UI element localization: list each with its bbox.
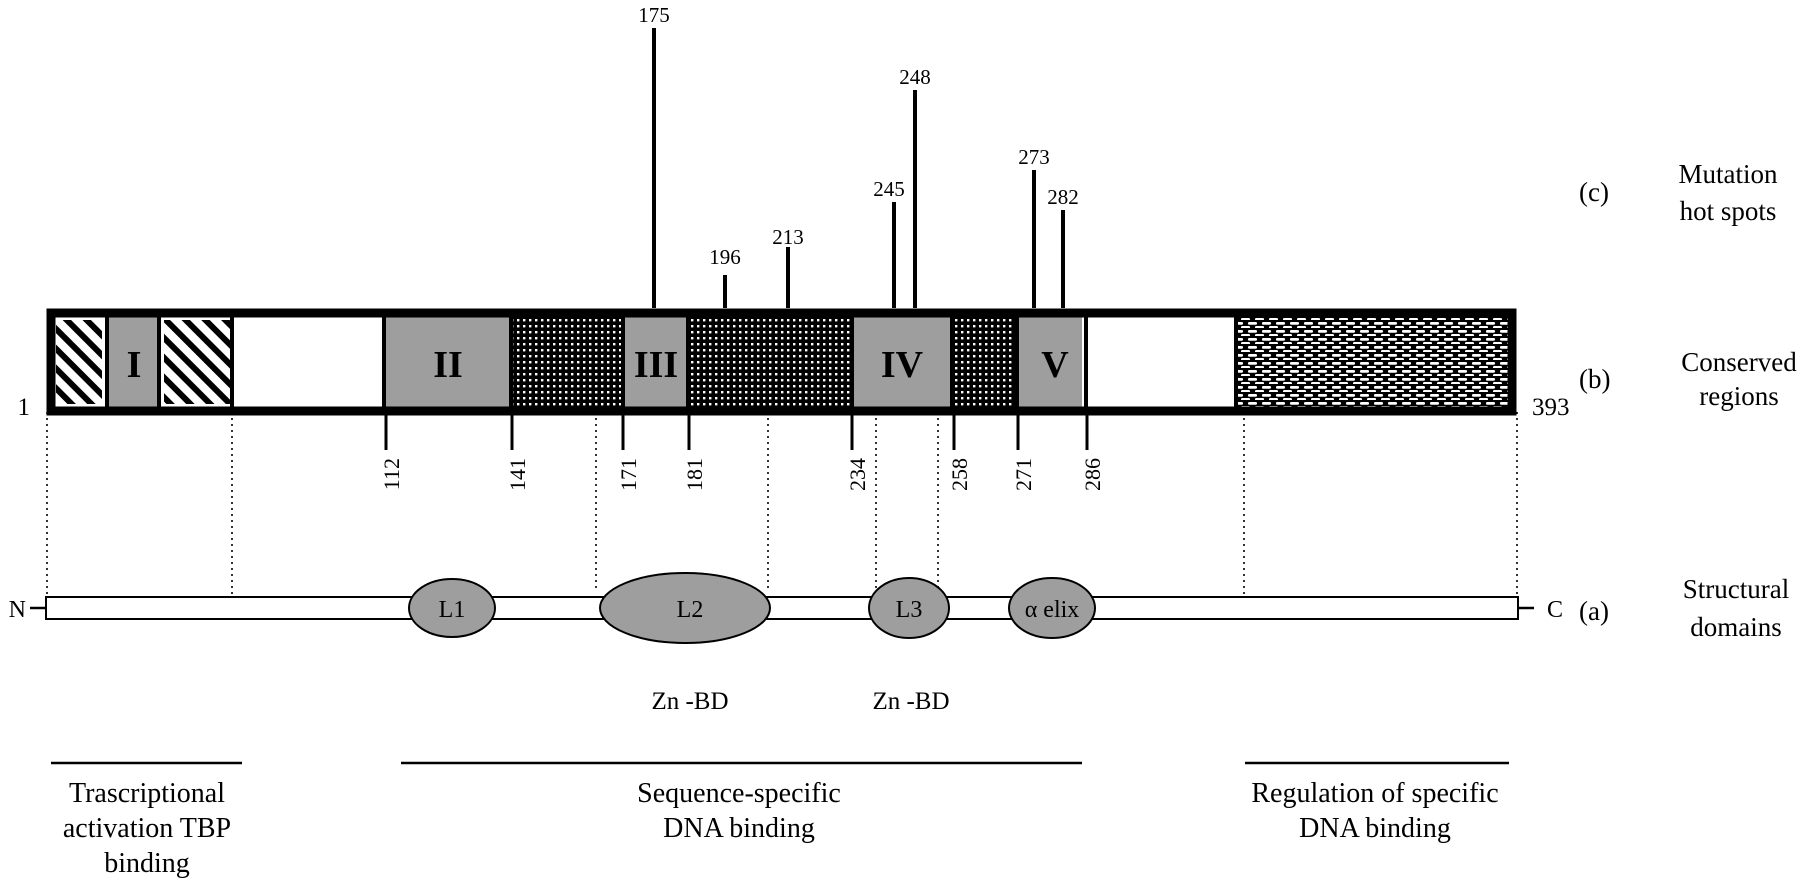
- position-label: 234: [845, 458, 870, 491]
- hotspot-213: 213: [772, 225, 804, 308]
- hotspot-label: 245: [873, 177, 905, 201]
- function-transactivation-line3: binding: [104, 848, 190, 879]
- position-label: 112: [379, 458, 404, 490]
- domain-L2: [599, 572, 771, 644]
- dotted-segment: [952, 313, 1017, 411]
- track-c-letter: (c): [1579, 177, 1609, 207]
- function-dna-binding-line2: DNA binding: [663, 813, 815, 844]
- region-II: [386, 313, 511, 411]
- track-a-line2: domains: [1690, 612, 1782, 642]
- mutation-hotspots: 175 196 213 245 248 273 282: [638, 3, 1079, 308]
- c-terminus-label: C: [1547, 597, 1563, 623]
- hotspot-245: 245: [873, 177, 905, 308]
- hotspot-label: 273: [1018, 145, 1050, 169]
- position-label: 258: [947, 458, 972, 491]
- zn-bd-label: Zn -BD: [651, 688, 728, 715]
- hotspot-label: 282: [1047, 185, 1079, 209]
- position-label: 141: [505, 458, 530, 491]
- track-c-line2: hot spots: [1680, 196, 1777, 226]
- region-V: [1017, 313, 1082, 411]
- position-ticks: 112 141 171 181 234 258 271 286: [379, 411, 1105, 491]
- functional-annotations: Trascriptional activation TBP binding Se…: [51, 761, 1509, 879]
- dotted-connectors: [46, 412, 1518, 598]
- bar-outline: [46, 308, 1517, 416]
- domain-L1-label: L1: [439, 597, 466, 623]
- region-IV-label: IV: [881, 344, 924, 386]
- function-dna-binding-line1: Sequence-specific: [637, 778, 841, 809]
- domain-alpha-helix-label: α elix: [1025, 597, 1080, 623]
- function-regulation-line1: Regulation of specific: [1251, 778, 1498, 809]
- position-label: 286: [1080, 458, 1105, 491]
- position-label: 271: [1011, 458, 1036, 491]
- hotspot-label: 248: [899, 65, 931, 89]
- region-II-label: II: [433, 344, 463, 386]
- hatched-segment: [56, 320, 102, 404]
- conserved-regions-bar: I II III IV V 1 393: [18, 308, 1570, 421]
- hotspot-248: 248: [899, 65, 931, 308]
- track-a-letter: (a): [1579, 596, 1609, 626]
- hotspot-282: 282: [1047, 185, 1079, 308]
- track-a-line1: Structural: [1683, 574, 1789, 604]
- region-IV: [852, 313, 952, 411]
- dotted-segment: [688, 313, 852, 411]
- region-I-label: I: [127, 344, 142, 386]
- region-V-label: V: [1041, 344, 1069, 386]
- protein-start: 1: [18, 394, 31, 421]
- domain-L1: [408, 578, 496, 638]
- hotspot-273: 273: [1018, 145, 1050, 308]
- hatched-segment: [164, 320, 232, 404]
- hotspot-175: 175: [638, 3, 670, 308]
- hotspot-label: 213: [772, 225, 804, 249]
- domain-L2-label: L2: [677, 597, 704, 623]
- domain-L3-label: L3: [896, 597, 923, 623]
- hotspot-label: 175: [638, 3, 670, 27]
- domain-L3: [868, 577, 950, 639]
- function-regulation-line2: DNA binding: [1299, 813, 1451, 844]
- track-b-line1: Conserved: [1681, 347, 1797, 377]
- structural-domains: N C L1 L2 L3 α elix Zn -BD Zn -BD: [9, 572, 1563, 715]
- function-transactivation-line1: Trascriptional: [69, 778, 225, 809]
- backbone: [45, 596, 1519, 620]
- region-III-label: III: [634, 344, 678, 386]
- position-label: 171: [616, 458, 641, 491]
- zn-bd-label: Zn -BD: [872, 688, 949, 715]
- dashed-segment: [1236, 313, 1512, 411]
- region-III: [623, 313, 688, 411]
- hotspot-label: 196: [709, 245, 741, 269]
- function-transactivation-line2: activation TBP: [63, 813, 231, 844]
- protein-end: 393: [1532, 394, 1570, 421]
- n-terminus-label: N: [9, 597, 26, 623]
- track-b-line2: regions: [1699, 381, 1778, 411]
- hotspot-196: 196: [709, 245, 741, 308]
- position-label: 181: [682, 458, 707, 491]
- track-b-letter: (b): [1579, 364, 1610, 394]
- track-c-line1: Mutation: [1679, 159, 1778, 189]
- region-I: [107, 313, 159, 411]
- dotted-segment: [511, 313, 623, 411]
- domain-alpha-helix: [1008, 577, 1096, 639]
- track-legend: (c) Mutation hot spots (b) Conserved reg…: [1579, 159, 1797, 642]
